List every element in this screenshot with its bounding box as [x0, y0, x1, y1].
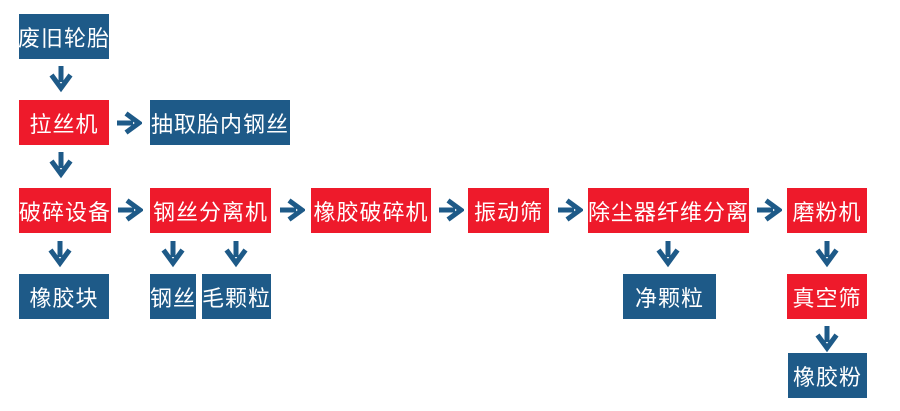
arrow-right-icon: [439, 198, 464, 222]
arrow-down-icon: [161, 241, 185, 268]
node-wire-drawing-machine: 拉丝机: [19, 100, 109, 145]
arrow-right-icon: [757, 198, 782, 222]
arrow-right-icon: [280, 198, 305, 222]
arrow-down-icon: [49, 152, 73, 179]
node-clean-granules: 净颗粒: [623, 274, 716, 319]
node-waste-tires: 废旧轮胎: [18, 14, 109, 59]
node-dust-fiber-separation: 除尘器纤维分离: [588, 188, 749, 233]
arrow-right-icon: [118, 198, 143, 222]
arrow-down-icon: [815, 241, 839, 268]
node-vacuum-screen: 真空筛: [787, 274, 867, 319]
arrow-down-icon: [224, 241, 248, 268]
node-extract-tire-steel: 抽取胎内钢丝: [150, 100, 290, 145]
arrow-down-icon: [49, 66, 73, 93]
arrow-right-icon: [558, 198, 583, 222]
node-rubber-powder: 橡胶粉: [788, 353, 867, 398]
arrow-right-icon: [117, 111, 142, 135]
node-steel-wire: 钢丝: [150, 274, 196, 319]
node-rough-granules: 毛颗粒: [202, 274, 271, 319]
arrow-down-icon: [48, 241, 72, 268]
node-steel-wire-separator: 钢丝分离机: [150, 188, 271, 233]
arrow-down-icon: [815, 326, 839, 353]
node-rubber-crusher: 橡胶破碎机: [311, 188, 431, 233]
node-vibrating-screen: 振动筛: [468, 188, 549, 233]
arrow-down-icon: [656, 241, 680, 268]
node-crushing-equipment: 破碎设备: [19, 188, 111, 233]
node-rubber-block: 橡胶块: [19, 274, 109, 319]
node-grinding-machine: 磨粉机: [787, 188, 867, 233]
